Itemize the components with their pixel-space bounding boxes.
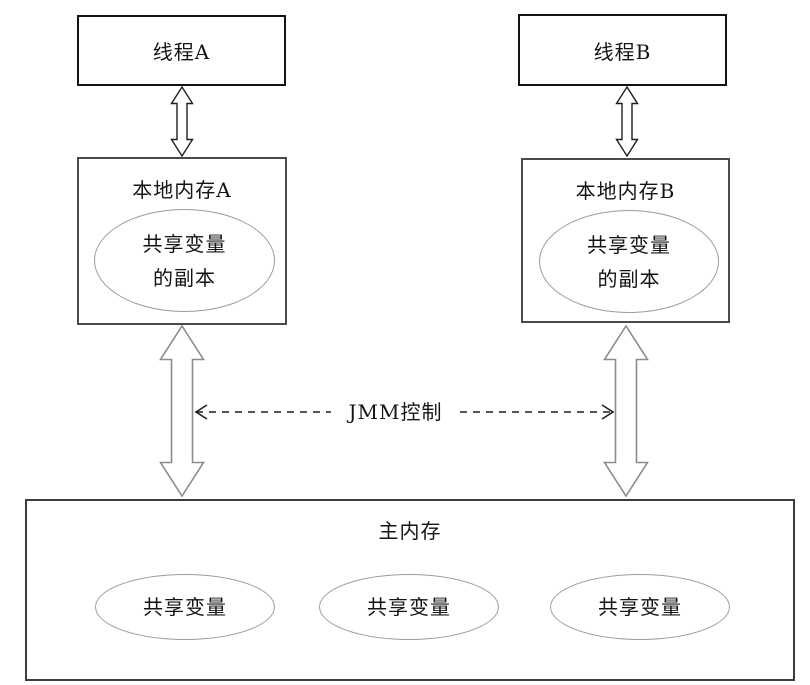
local-memory-b-label: 本地内存B bbox=[575, 179, 676, 203]
double-arrow-shape bbox=[159, 325, 205, 497]
vertical-double-arrow-icon bbox=[159, 325, 205, 497]
shared-variable-copy-line2: 的副本 bbox=[153, 265, 216, 290]
shared-variable-label: 共享变量 bbox=[367, 595, 451, 619]
shared-variable-copy-line1: 共享变量 bbox=[587, 232, 671, 257]
jmm-dashed-arrow-left-icon bbox=[193, 402, 331, 422]
thread-a-local-a-double-arrow-icon bbox=[170, 86, 194, 157]
thread-b-box: 线程B bbox=[518, 14, 727, 86]
vertical-double-arrow-icon bbox=[170, 86, 194, 157]
jmm-dashed-arrow-right-icon bbox=[460, 402, 616, 422]
shared-variable-label: 共享变量 bbox=[598, 595, 682, 619]
local-memory-b-box: 本地内存B 共享变量 的副本 bbox=[521, 158, 730, 323]
thread-a-box: 线程A bbox=[77, 15, 286, 86]
vertical-double-arrow-icon bbox=[615, 86, 639, 157]
local-memory-a-label: 本地内存A bbox=[132, 178, 232, 202]
vertical-double-arrow-icon bbox=[603, 325, 649, 497]
left-arrowhead bbox=[194, 404, 208, 420]
shared-variable-copy-ellipse-b: 共享变量 的副本 bbox=[539, 210, 719, 313]
double-arrow-shape bbox=[170, 86, 194, 157]
shared-variable-ellipse-3: 共享变量 bbox=[550, 574, 730, 640]
shared-variable-label: 共享变量 bbox=[143, 595, 227, 619]
thread-b-local-b-double-arrow-icon bbox=[615, 86, 639, 157]
dashed-right-arrow-icon bbox=[460, 404, 615, 420]
local-a-main-memory-double-arrow-icon bbox=[159, 325, 205, 497]
thread-a-label: 线程A bbox=[152, 40, 211, 64]
double-arrow-shape bbox=[615, 86, 639, 157]
shared-variable-copy-line1: 共享变量 bbox=[142, 231, 227, 256]
shared-variable-copy-line2: 的副本 bbox=[597, 266, 661, 291]
thread-b-label: 线程B bbox=[593, 39, 652, 64]
local-memory-a-box: 本地内存A 共享变量 的副本 bbox=[77, 157, 287, 325]
jmm-control-label: JMM控制 bbox=[331, 400, 460, 424]
local-b-main-memory-double-arrow-icon bbox=[603, 325, 649, 497]
right-arrowhead bbox=[601, 404, 615, 420]
double-arrow-shape bbox=[603, 325, 649, 497]
main-memory-label: 主内存 bbox=[378, 519, 442, 543]
shared-variable-ellipse-1: 共享变量 bbox=[95, 574, 275, 640]
shared-variable-ellipse-2: 共享变量 bbox=[319, 574, 499, 640]
shared-variable-copy-ellipse-a: 共享变量 的副本 bbox=[94, 209, 275, 312]
main-memory-box: 主内存 共享变量 共享变量 共享变量 bbox=[25, 499, 795, 681]
dashed-left-arrow-icon bbox=[194, 404, 331, 420]
